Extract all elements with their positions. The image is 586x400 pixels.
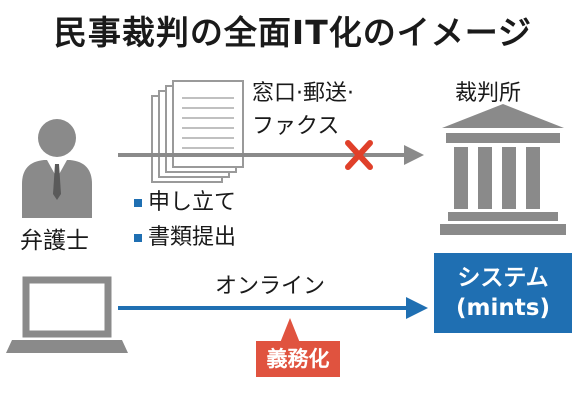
- courthouse-icon: [440, 104, 566, 235]
- system-name: システム: [457, 265, 549, 291]
- document-item-1: 申し立て: [134, 190, 236, 216]
- system-subname: (mints): [456, 295, 550, 321]
- document-item-label: 書類提出: [148, 225, 237, 250]
- document-item-2: 書類提出: [134, 225, 236, 251]
- paper-route-label-line2: ファクス: [252, 114, 340, 139]
- system-box: システム (mints): [434, 253, 572, 333]
- cross-icon: [345, 140, 373, 170]
- bullet-marker: [134, 234, 142, 242]
- online-route-label: オンライン: [215, 274, 326, 299]
- document-item-label: 申し立て: [148, 190, 237, 215]
- mandatory-badge: 義務化: [256, 341, 340, 377]
- document-stack-icon: [151, 80, 244, 183]
- paper-route-label-line1: 窓口·郵送·: [252, 81, 354, 106]
- diagram-title: 民事裁判の全面IT化のイメージ: [53, 13, 533, 52]
- laptop-icon: [6, 276, 128, 353]
- mandatory-pointer: [280, 318, 300, 343]
- lawyer-icon: [22, 119, 92, 218]
- court-label: 裁判所: [455, 81, 522, 106]
- bullet-marker: [134, 199, 142, 207]
- lawyer-label: 弁護士: [20, 228, 89, 254]
- online-route-arrow: [118, 297, 428, 319]
